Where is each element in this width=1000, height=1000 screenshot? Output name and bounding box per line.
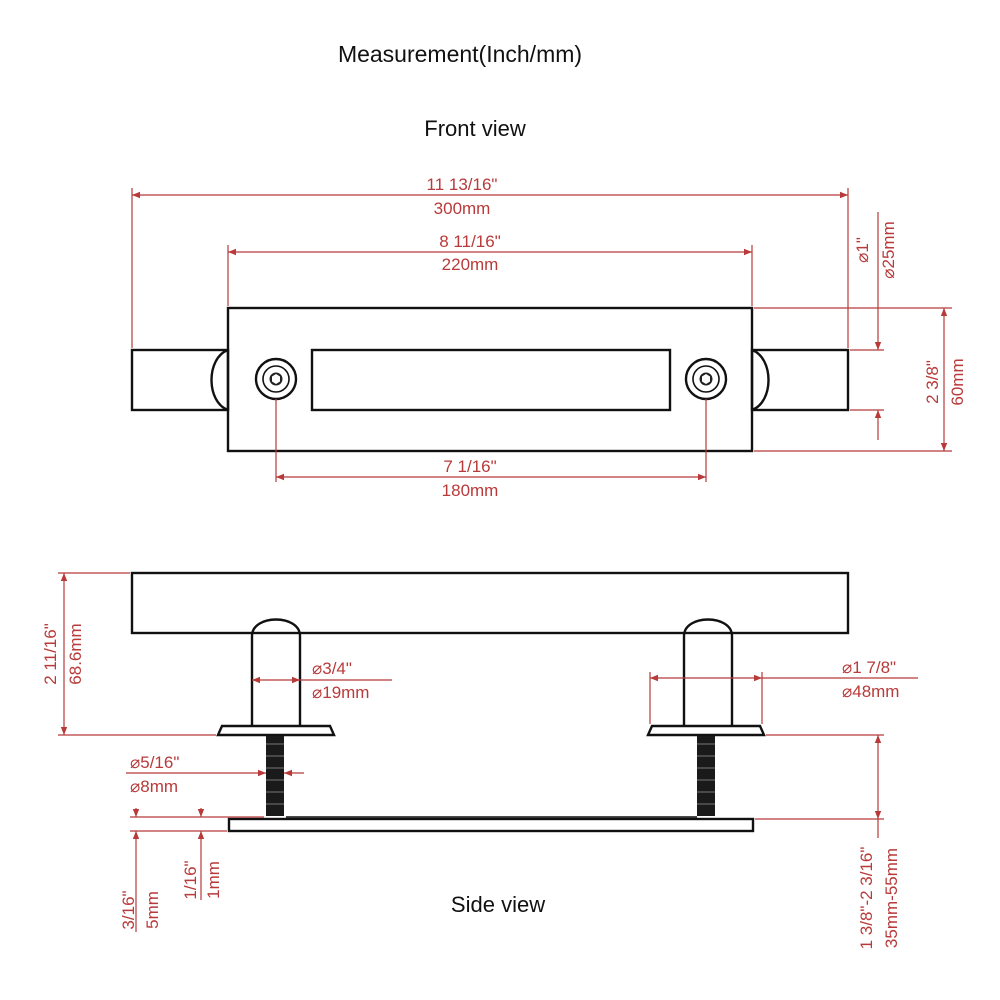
- base-right: [646, 724, 766, 737]
- side-view-label: Side view: [451, 892, 545, 917]
- gap-mm: 1mm: [204, 861, 223, 899]
- hole-spacing-inch: 7 1/16": [443, 457, 496, 476]
- post-right: [682, 618, 734, 725]
- base-diameter-mm: ⌀48mm: [842, 682, 899, 701]
- bar-left-end: [130, 348, 230, 412]
- gap-inch: 1/16": [181, 860, 200, 899]
- door-thickness-mm: 35mm-55mm: [882, 848, 901, 948]
- screw-diameter-inch: ⌀5/16": [130, 753, 179, 772]
- plate-length-mm: 220mm: [442, 255, 499, 274]
- side-view-dimensions: 2 11/16" 68.6mm ⌀3/4" ⌀19mm ⌀1 7/8" ⌀48m…: [41, 572, 918, 950]
- front-view-label: Front view: [424, 116, 526, 141]
- side-bar: [130, 571, 850, 635]
- threaded-screw-right: [697, 736, 715, 816]
- door-thickness-inch: 1 3/8"-2 3/16": [857, 847, 876, 950]
- base-diameter-inch: ⌀1 7/8": [842, 658, 896, 677]
- plate-thickness-inch: 3/16": [119, 890, 138, 929]
- plate-slot: [310, 348, 672, 412]
- collar-right: [751, 348, 770, 412]
- plate-length-inch: 8 11/16": [439, 232, 501, 251]
- bar-diameter-inch: ⌀1": [853, 237, 872, 263]
- post-diameter-inch: ⌀3/4": [312, 659, 352, 678]
- side-plate: [227, 817, 755, 833]
- total-height-inch: 2 11/16": [41, 623, 60, 685]
- post-diameter-mm: ⌀19mm: [312, 683, 369, 702]
- plate-height-inch: 2 3/8": [923, 360, 942, 404]
- post-left: [250, 618, 302, 725]
- hole-spacing-mm: 180mm: [442, 481, 499, 500]
- plate-thickness-mm: 5mm: [143, 891, 162, 929]
- screw-diameter-mm: ⌀8mm: [130, 777, 178, 796]
- front-plate: [226, 306, 754, 453]
- bar-right-end: [750, 348, 850, 412]
- front-view-drawing: [130, 306, 850, 453]
- total-height-mm: 68.6mm: [66, 623, 85, 684]
- page-title: Measurement(Inch/mm): [338, 41, 582, 67]
- overall-length-inch: 11 13/16": [427, 175, 498, 194]
- screw-right: [684, 357, 728, 401]
- front-view-dimensions: 11 13/16" 300mm 8 11/16" 220mm 7 1/16" 1…: [131, 175, 967, 500]
- collar-left: [210, 348, 229, 412]
- threaded-screw-left: [266, 736, 284, 816]
- side-view-drawing: [130, 571, 850, 833]
- screw-left: [254, 357, 298, 401]
- bar-diameter-mm: ⌀25mm: [879, 221, 898, 278]
- base-left: [216, 724, 336, 737]
- overall-length-mm: 300mm: [434, 199, 491, 218]
- plate-height-mm: 60mm: [948, 358, 967, 405]
